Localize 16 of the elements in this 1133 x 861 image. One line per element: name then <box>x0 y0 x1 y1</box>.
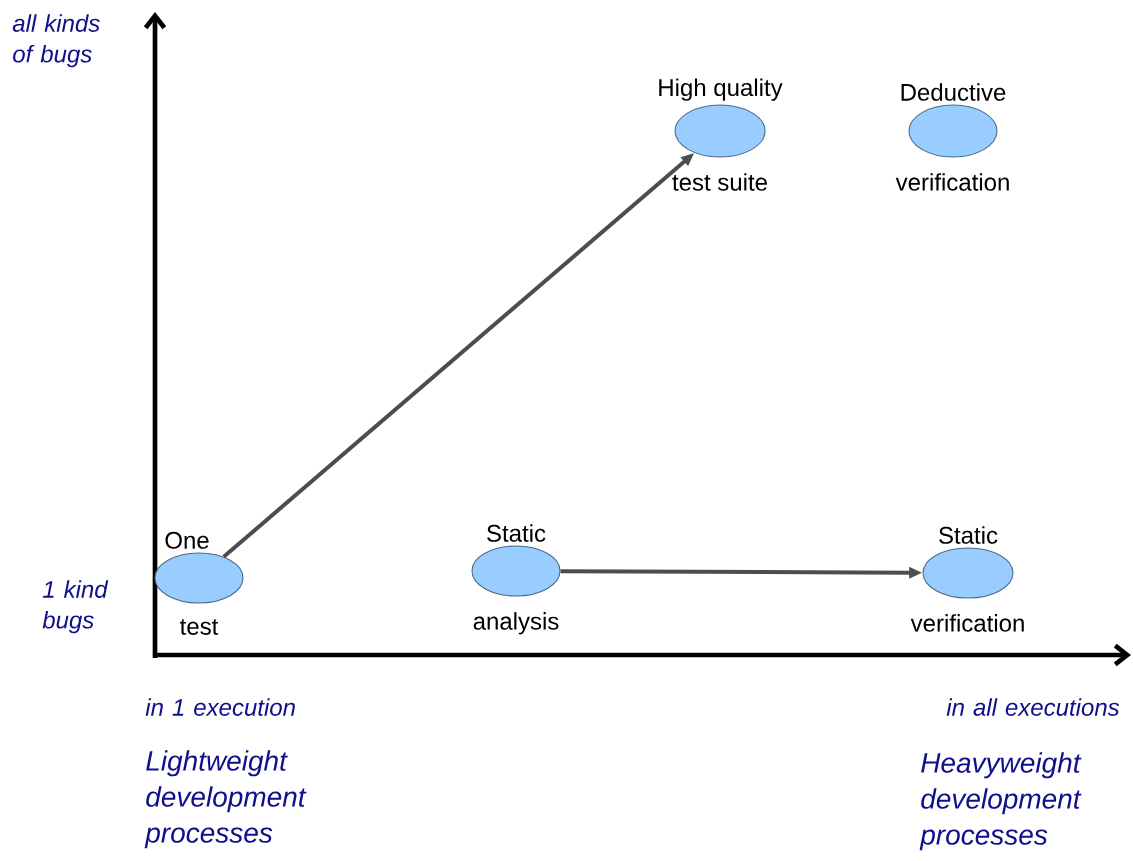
axis-label: 1 kind bugs <box>42 580 109 634</box>
axis-label: all kinds of bugs <box>12 14 100 68</box>
node-label: One <box>165 531 209 549</box>
node-label: Static <box>487 524 546 542</box>
node-label: test <box>180 619 219 635</box>
axis-label: in 1 execution <box>145 698 295 716</box>
axis-label: in all executions <box>946 698 1120 716</box>
node-label: Static <box>939 526 998 544</box>
node-label: verification <box>895 173 1009 191</box>
node-label: analysis <box>473 612 559 635</box>
node-label: High quality <box>659 78 783 101</box>
node-label: verification <box>910 614 1024 632</box>
axis-caption: Heavyweight development processes <box>919 752 1082 851</box>
node-label: test suite <box>672 173 767 191</box>
axis-caption: Lightweight development processes <box>144 750 307 849</box>
node-label: Deductive <box>901 83 1006 101</box>
